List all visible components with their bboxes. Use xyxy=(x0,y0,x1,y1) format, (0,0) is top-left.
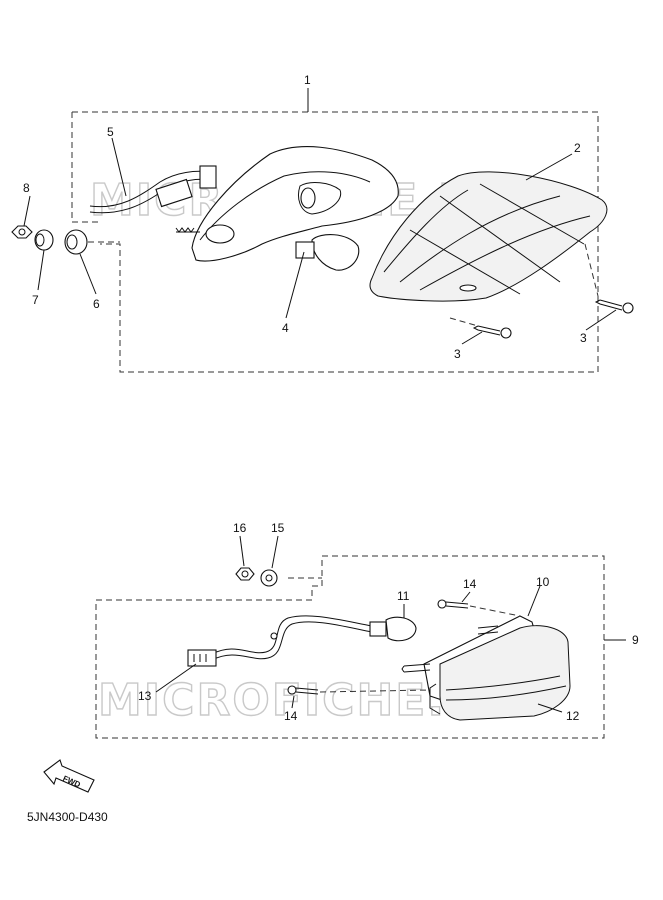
callout-8: 8 xyxy=(23,181,30,195)
bulb-socket-11 xyxy=(369,616,417,642)
assembly-1-boundary xyxy=(71,111,599,373)
screw-lens-bottom xyxy=(472,325,512,339)
assembly-9-boundary xyxy=(95,555,605,739)
callout-3b: 3 xyxy=(580,331,587,345)
screw-14-top xyxy=(437,599,469,609)
callout-2: 2 xyxy=(574,141,581,155)
callout-6: 6 xyxy=(93,297,100,311)
callout-14b: 14 xyxy=(284,709,298,723)
tail-light-housing xyxy=(175,146,399,262)
callout-14a: 14 xyxy=(463,577,477,591)
nut-8 xyxy=(11,225,33,239)
callout-4: 4 xyxy=(282,321,289,335)
screw-14-bottom xyxy=(287,685,319,695)
callout-5: 5 xyxy=(107,125,114,139)
callout-15: 15 xyxy=(271,521,285,535)
license-light-wire xyxy=(187,615,373,667)
wire-harness xyxy=(89,165,217,214)
callout-12: 12 xyxy=(566,709,580,723)
callout-16: 16 xyxy=(233,521,247,535)
grommet-6 xyxy=(64,229,88,255)
callout-9: 9 xyxy=(632,633,639,647)
callout-1: 1 xyxy=(304,73,311,87)
collar-7 xyxy=(34,229,54,251)
nut-16 xyxy=(235,567,255,581)
callout-13: 13 xyxy=(138,689,152,703)
callout-3a: 3 xyxy=(454,347,461,361)
callout-11: 11 xyxy=(397,589,410,603)
lens xyxy=(369,171,608,302)
callout-10: 10 xyxy=(536,575,550,589)
stud-bolts xyxy=(401,625,499,673)
callout-7: 7 xyxy=(32,293,39,307)
bulb xyxy=(295,234,360,271)
fwd-arrow-icon: FWD xyxy=(43,759,95,793)
washer-15 xyxy=(260,569,278,587)
screw-lens-right xyxy=(594,299,634,314)
diagram-code: 5JN4300-D430 xyxy=(27,810,108,824)
